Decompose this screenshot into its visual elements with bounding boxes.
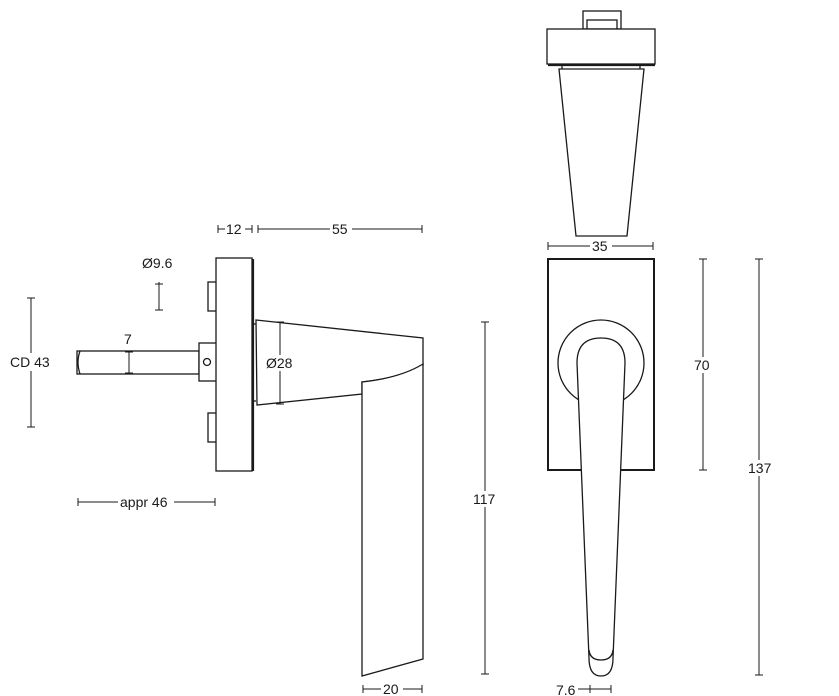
rose-plate <box>215 257 253 472</box>
dim-handle-projection: 55 <box>332 221 348 237</box>
dim-lever-height: 117 <box>473 491 496 507</box>
dim-spindle-diameter: Ø9.6 <box>142 255 173 271</box>
key-lock-inner <box>586 19 618 30</box>
side-dimensions: CD 43 Ø9.6 7 appr 46 12 55 Ø28 <box>8 221 499 696</box>
dim-cd: CD 43 <box>10 354 50 370</box>
dim-neck-diameter: Ø28 <box>266 355 293 371</box>
dim-rose-height: 70 <box>694 357 710 373</box>
dim-rose-width: 35 <box>592 238 608 254</box>
top-lever <box>558 68 645 237</box>
front-view <box>547 258 655 677</box>
top-rose <box>546 28 656 65</box>
dim-spindle-length: appr 46 <box>120 494 168 510</box>
dim-spindle-square: 7 <box>124 331 132 347</box>
dim-rose-thickness: 12 <box>226 221 242 237</box>
screw-hole-icon <box>202 357 212 367</box>
front-lever <box>576 337 626 677</box>
spindle <box>76 342 218 382</box>
handle-lever <box>361 362 424 677</box>
side-view <box>76 257 424 677</box>
dim-tip-radius: 7.6 <box>556 682 576 696</box>
dim-lever-tip-width: 20 <box>383 681 399 696</box>
top-view <box>546 10 656 237</box>
top-dimension: 35 <box>547 238 654 254</box>
front-dimensions: 70 137 7.6 <box>556 258 774 696</box>
dim-overall-height: 137 <box>748 460 772 476</box>
